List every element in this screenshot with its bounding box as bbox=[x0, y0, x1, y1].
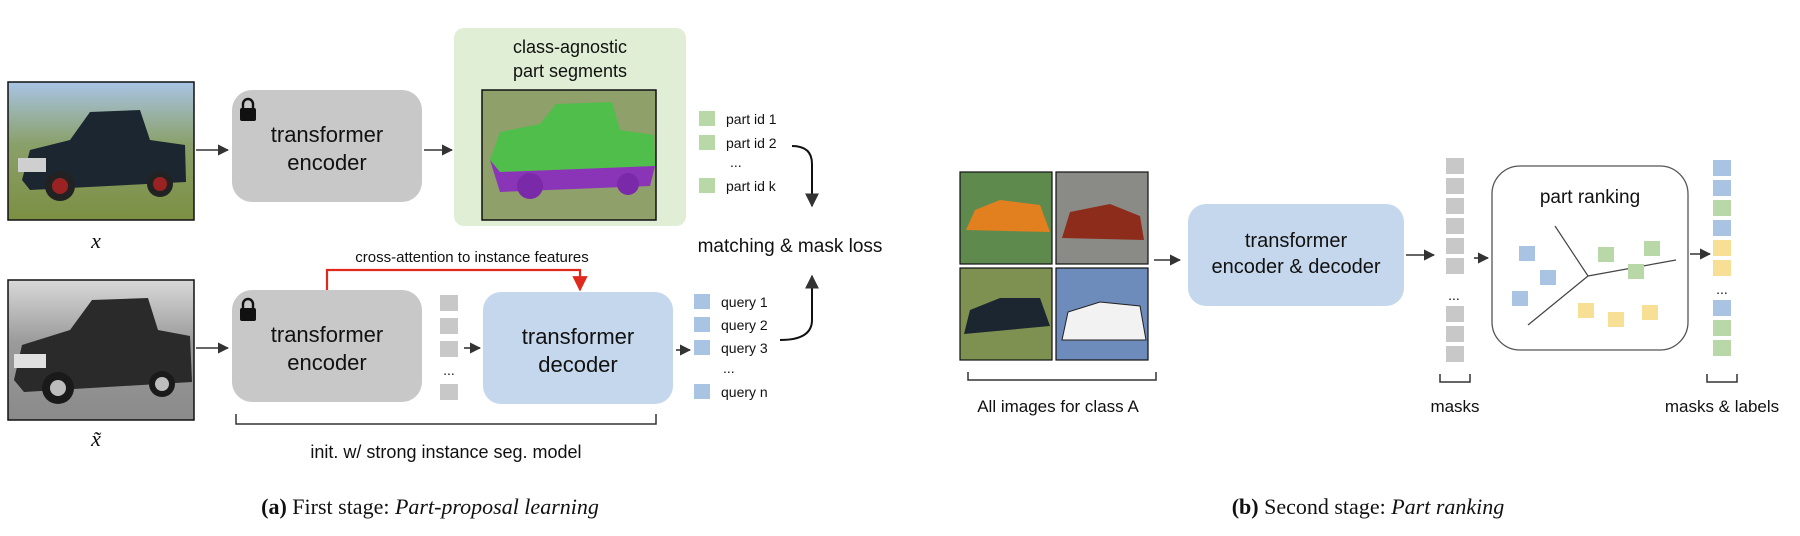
part-id-swatch bbox=[699, 111, 715, 126]
label-token bbox=[1713, 300, 1731, 316]
mask-token bbox=[1446, 178, 1464, 194]
arrow-parts-to-loss bbox=[791, 145, 819, 208]
ranking-point-yellow bbox=[1642, 305, 1658, 320]
label-token bbox=[1713, 200, 1731, 216]
mask-token bbox=[1446, 218, 1464, 234]
encoder-bottom-line2: encoder bbox=[287, 350, 367, 375]
label-token bbox=[1713, 260, 1731, 276]
segments-title-line1: class-agnostic bbox=[513, 37, 627, 57]
mask-token bbox=[1446, 306, 1464, 322]
label-token bbox=[1713, 220, 1731, 236]
part-segments-panel: class-agnostic part segments bbox=[454, 28, 686, 226]
decoder-line1: transformer bbox=[522, 324, 634, 349]
part-id-list: part id 1 part id 2 ... part id k bbox=[699, 111, 777, 194]
class-a-image-grid bbox=[959, 171, 1149, 361]
label-token bbox=[1713, 340, 1731, 356]
encoder-top: transformer encoder bbox=[232, 90, 422, 202]
mask-token bbox=[1446, 158, 1464, 174]
mask-token bbox=[1446, 346, 1464, 362]
images-bracket bbox=[967, 372, 1157, 381]
images-label: All images for class A bbox=[977, 397, 1139, 416]
query-ellipsis: ... bbox=[723, 360, 735, 376]
input-image-x bbox=[7, 81, 195, 221]
label-token bbox=[1713, 160, 1731, 176]
caption-b: (b) Second stage: Part ranking bbox=[1232, 494, 1505, 519]
query-swatch bbox=[694, 340, 710, 355]
feature-token bbox=[440, 318, 458, 334]
ranking-point-blue bbox=[1540, 270, 1556, 285]
mask-token bbox=[1446, 326, 1464, 342]
labels-ellipsis: ... bbox=[1716, 281, 1728, 297]
masks-ellipsis: ... bbox=[1448, 287, 1460, 303]
part-id-ellipsis: ... bbox=[730, 154, 742, 170]
label-token bbox=[1713, 320, 1731, 336]
decoder-box: transformer decoder bbox=[483, 292, 673, 404]
label-token bbox=[1713, 180, 1731, 196]
cross-attention-arrow bbox=[325, 268, 588, 292]
ranking-point-blue bbox=[1519, 246, 1535, 261]
query-list: query 1 query 2 query 3 ... query n bbox=[694, 294, 768, 400]
ranking-point-yellow bbox=[1578, 303, 1594, 318]
ranking-point-green bbox=[1628, 264, 1644, 279]
label-token bbox=[1713, 240, 1731, 256]
query-n: query n bbox=[721, 384, 768, 400]
labels-column bbox=[1713, 160, 1731, 356]
init-bracket bbox=[235, 414, 657, 425]
encoder-decoder-box: transformer encoder & decoder bbox=[1188, 204, 1404, 306]
input-x-label: x bbox=[90, 228, 101, 253]
caption-a: (a) First stage: Part-proposal learning bbox=[261, 494, 599, 519]
encoder-bottom-line1: transformer bbox=[271, 322, 383, 347]
lock-icon bbox=[240, 297, 256, 321]
encoder-top-line1: transformer bbox=[271, 122, 383, 147]
input-x-tilde-label: x̃ bbox=[90, 426, 101, 451]
encdec-line1: transformer bbox=[1245, 230, 1348, 252]
masks-bracket bbox=[1439, 374, 1471, 383]
decoder-line2: decoder bbox=[538, 352, 618, 377]
ranking-point-green bbox=[1598, 247, 1614, 262]
masks-label: masks bbox=[1430, 397, 1479, 416]
mask-token bbox=[1446, 238, 1464, 254]
encdec-line2: encoder & decoder bbox=[1211, 256, 1380, 278]
init-note: init. w/ strong instance seg. model bbox=[310, 442, 581, 462]
masks-column bbox=[1446, 158, 1464, 362]
part-id-1: part id 1 bbox=[726, 111, 777, 127]
labels-bracket bbox=[1706, 374, 1738, 383]
ranking-point-blue bbox=[1512, 291, 1528, 306]
arrow-queries-to-loss bbox=[779, 274, 819, 341]
instance-feature-column: ... bbox=[440, 295, 458, 400]
mask-token bbox=[1446, 198, 1464, 214]
part-id-swatch bbox=[699, 135, 715, 150]
ranking-point-green bbox=[1644, 241, 1660, 256]
encoder-top-line2: encoder bbox=[287, 150, 367, 175]
query-swatch bbox=[694, 294, 710, 309]
part-id-2: part id 2 bbox=[726, 135, 777, 151]
query-swatch bbox=[694, 384, 710, 399]
encoder-bottom: transformer encoder bbox=[232, 290, 422, 402]
query-swatch bbox=[694, 317, 710, 332]
query-1: query 1 bbox=[721, 294, 768, 310]
query-3: query 3 bbox=[721, 340, 768, 356]
cross-attention-label: cross-attention to instance features bbox=[355, 249, 588, 266]
part-ranking-box: part ranking bbox=[1491, 165, 1689, 351]
ranking-point-yellow bbox=[1608, 312, 1624, 327]
query-2: query 2 bbox=[721, 317, 768, 333]
labels-label: masks & labels bbox=[1665, 397, 1779, 416]
feature-token bbox=[440, 384, 458, 400]
lock-icon bbox=[240, 97, 256, 121]
feature-ellipsis: ... bbox=[443, 362, 455, 378]
ranking-title: part ranking bbox=[1540, 187, 1640, 208]
feature-token bbox=[440, 295, 458, 311]
segments-title-line2: part segments bbox=[513, 61, 627, 81]
part-id-k: part id k bbox=[726, 178, 777, 194]
loss-label: matching & mask loss bbox=[698, 236, 883, 257]
input-image-x-tilde bbox=[7, 279, 195, 421]
mask-token bbox=[1446, 258, 1464, 274]
feature-token bbox=[440, 341, 458, 357]
part-id-swatch bbox=[699, 178, 715, 193]
